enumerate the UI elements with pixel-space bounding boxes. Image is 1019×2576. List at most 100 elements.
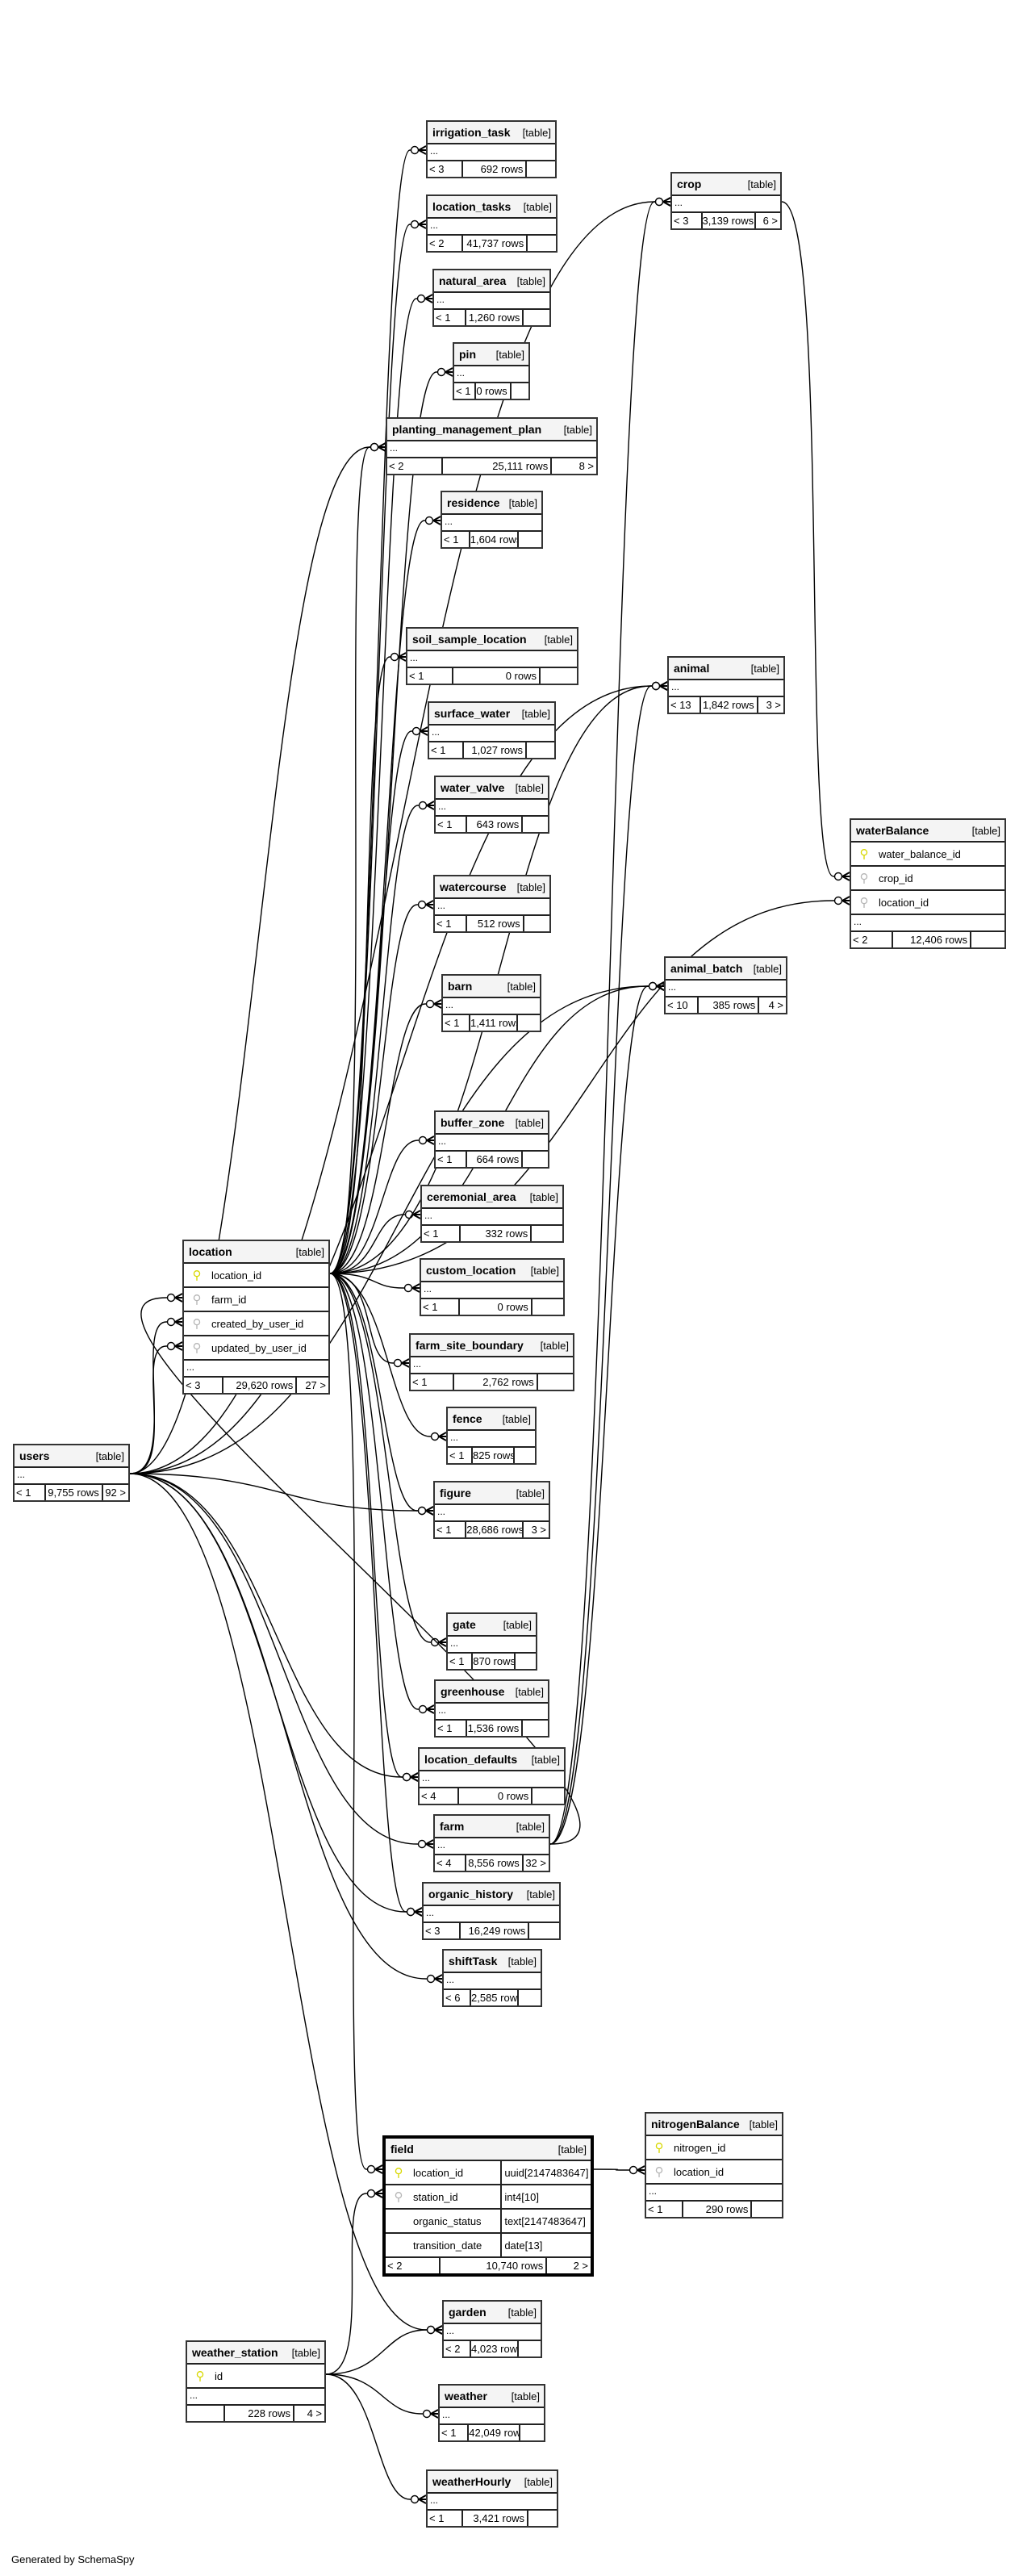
more-columns[interactable]: ... xyxy=(187,2389,324,2406)
column-row[interactable]: ⚲ location_id xyxy=(646,2160,782,2185)
more-columns[interactable]: ... xyxy=(387,441,596,458)
column-row[interactable]: ⚲ station_id int4[10] xyxy=(386,2185,591,2210)
more-columns[interactable]: ... xyxy=(434,293,549,310)
table-greenhouse[interactable]: greenhouse [table]... < 1 1,536 rows xyxy=(434,1679,549,1738)
column-row[interactable]: ⚲ farm_id xyxy=(184,1288,328,1312)
table-figure[interactable]: figure [table]... < 1 28,686 rows 3 > xyxy=(433,1481,550,1539)
column-row[interactable]: ⚲ water_balance_id xyxy=(851,843,1004,867)
more-columns[interactable]: ... xyxy=(851,915,1004,932)
children-count[interactable] xyxy=(516,1654,536,1669)
parents-count[interactable]: < 1 xyxy=(407,668,453,684)
parents-count[interactable]: < 1 xyxy=(448,1448,473,1463)
table-ceremonial-area[interactable]: ceremonial_area [table]... < 1 332 rows xyxy=(420,1185,564,1243)
table-name[interactable]: field xyxy=(390,2143,414,2156)
children-count[interactable] xyxy=(519,532,541,547)
table-name[interactable]: soil_sample_location xyxy=(412,633,527,646)
table-name[interactable]: fence xyxy=(453,1412,482,1425)
parents-count[interactable]: < 6 xyxy=(444,1990,471,2005)
table-name[interactable]: water_valve xyxy=(441,781,505,794)
table-name[interactable]: organic_history xyxy=(428,1888,514,1901)
parents-count[interactable]: < 13 xyxy=(669,697,701,713)
table-waterbalance[interactable]: waterBalance [table] ⚲ water_balance_id … xyxy=(850,818,1006,949)
more-columns[interactable]: ... xyxy=(442,515,541,532)
table-name[interactable]: surface_water xyxy=(434,707,511,720)
parents-count[interactable]: < 1 xyxy=(435,916,467,931)
table-name[interactable]: garden xyxy=(449,2306,487,2319)
table-users[interactable]: users [table]... < 1 9,755 rows 92 > xyxy=(13,1444,130,1502)
table-crop[interactable]: crop [table]... < 3 3,139 rows 6 > xyxy=(670,172,782,230)
children-count[interactable] xyxy=(752,2202,782,2217)
children-count[interactable]: 4 > xyxy=(768,999,783,1011)
more-columns[interactable]: ... xyxy=(669,680,783,697)
children-count[interactable] xyxy=(523,817,548,832)
more-columns[interactable]: ... xyxy=(646,2185,782,2202)
table-name[interactable]: watercourse xyxy=(440,880,507,893)
children-count[interactable]: 3 > xyxy=(766,699,781,711)
children-count[interactable] xyxy=(520,2425,544,2440)
parents-count[interactable]: < 1 xyxy=(428,2511,463,2526)
parents-count[interactable]: < 1 xyxy=(434,310,466,325)
children-count[interactable] xyxy=(527,742,554,758)
parents-count[interactable]: < 1 xyxy=(454,383,476,399)
parents-count[interactable]: < 1 xyxy=(435,1522,467,1537)
table-farm-site-boundary[interactable]: farm_site_boundary [table]... < 1 2,762 … xyxy=(409,1333,574,1391)
table-name[interactable]: weather xyxy=(445,2390,487,2402)
children-count[interactable] xyxy=(528,236,556,251)
table-farm[interactable]: farm [table]... < 4 8,556 rows 32 > xyxy=(433,1814,550,1872)
table-nitrogenbalance[interactable]: nitrogenBalance [table] ⚲ nitrogen_id ⚲ … xyxy=(645,2112,783,2218)
children-count[interactable] xyxy=(532,1788,564,1804)
parents-count[interactable]: < 3 xyxy=(672,213,703,228)
table-irrigation-task[interactable]: irrigation_task [table]... < 3 692 rows xyxy=(426,120,557,178)
table-name[interactable]: nitrogenBalance xyxy=(651,2118,740,2131)
table-name[interactable]: figure xyxy=(440,1487,471,1499)
table-watercourse[interactable]: watercourse [table]... < 1 512 rows xyxy=(433,875,551,933)
children-count[interactable] xyxy=(541,668,577,684)
children-count[interactable] xyxy=(512,383,528,399)
more-columns[interactable]: ... xyxy=(448,1637,536,1654)
children-count[interactable] xyxy=(524,310,549,325)
column-row[interactable]: transition_date date[13] xyxy=(386,2234,591,2258)
table-name[interactable]: waterBalance xyxy=(856,824,929,837)
children-count[interactable] xyxy=(515,1448,535,1463)
column-row[interactable]: ⚲ created_by_user_id xyxy=(184,1312,328,1336)
table-buffer-zone[interactable]: buffer_zone [table]... < 1 664 rows xyxy=(434,1110,549,1169)
more-columns[interactable]: ... xyxy=(666,981,786,997)
table-organic-history[interactable]: organic_history [table]... < 3 16,249 ro… xyxy=(422,1882,561,1940)
more-columns[interactable]: ... xyxy=(444,2324,541,2341)
children-count[interactable]: 32 > xyxy=(525,1857,546,1869)
children-count[interactable] xyxy=(538,1374,573,1390)
table-gate[interactable]: gate [table]... < 1 870 rows xyxy=(446,1612,537,1671)
children-count[interactable]: 6 > xyxy=(762,215,778,227)
table-weather[interactable]: weather [table]... < 1 42,049 rows xyxy=(438,2384,545,2442)
table-name[interactable]: weather_station xyxy=(192,2346,278,2359)
table-name[interactable]: crop xyxy=(677,178,702,190)
parents-count[interactable]: < 3 xyxy=(428,161,463,177)
table-weatherhourly[interactable]: weatherHourly [table]... < 1 3,421 rows xyxy=(426,2469,558,2528)
children-count[interactable] xyxy=(518,1015,540,1031)
table-pin[interactable]: pin [table]... < 1 0 rows xyxy=(453,342,530,400)
more-columns[interactable]: ... xyxy=(411,1357,573,1374)
more-columns[interactable]: ... xyxy=(428,2494,557,2511)
table-residence[interactable]: residence [table]... < 1 1,604 rows xyxy=(441,491,543,549)
more-columns[interactable]: ... xyxy=(422,1209,562,1226)
more-columns[interactable]: ... xyxy=(440,2408,544,2425)
parents-count[interactable]: < 2 xyxy=(386,2258,441,2273)
table-field[interactable]: field [table] ⚲ location_id uuid[2147483… xyxy=(382,2135,594,2277)
more-columns[interactable]: ... xyxy=(436,1704,548,1721)
children-count[interactable]: 27 > xyxy=(305,1379,326,1391)
more-columns[interactable]: ... xyxy=(421,1282,563,1299)
table-name[interactable]: location_defaults xyxy=(424,1753,518,1766)
column-row[interactable]: ⚲ location_id xyxy=(184,1264,328,1288)
more-columns[interactable]: ... xyxy=(435,1505,549,1522)
table-natural-area[interactable]: natural_area [table]... < 1 1,260 rows xyxy=(432,269,551,327)
parents-count[interactable]: < 1 xyxy=(422,1226,461,1241)
table-name[interactable]: users xyxy=(19,1449,50,1462)
table-location-defaults[interactable]: location_defaults [table]... < 4 0 rows xyxy=(418,1747,566,1805)
table-name[interactable]: gate xyxy=(453,1618,476,1631)
parents-count[interactable]: < 10 xyxy=(666,997,700,1013)
table-name[interactable]: animal xyxy=(674,662,710,675)
children-count[interactable] xyxy=(523,1721,548,1736)
parents-count[interactable]: < 1 xyxy=(442,532,470,547)
more-columns[interactable]: ... xyxy=(672,196,780,213)
column-row[interactable]: ⚲ location_id xyxy=(851,891,1004,915)
